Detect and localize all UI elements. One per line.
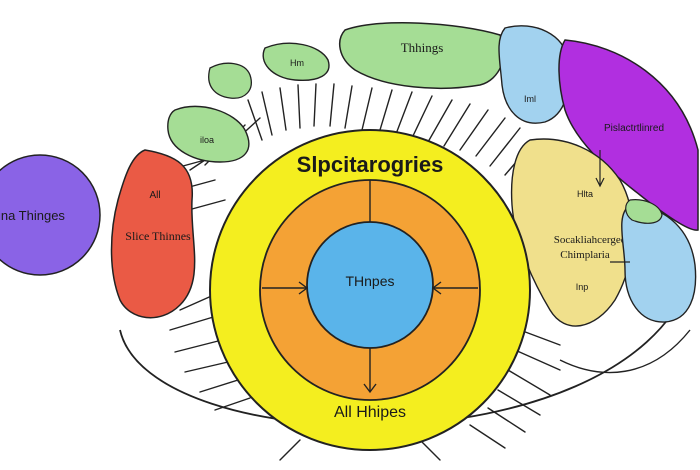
green-blob-small	[208, 62, 252, 99]
inner-label: THnpes	[345, 273, 394, 289]
lightblue-blob-label: Iml	[524, 94, 536, 104]
red-blob-label: Slice Thinnes	[125, 229, 191, 243]
green-blob-things	[338, 22, 505, 89]
red-blob-top-label: All	[149, 190, 160, 201]
green-blob-left	[167, 105, 250, 163]
green-blob-hm	[262, 42, 330, 82]
green-blob-hm-label: Hm	[290, 58, 304, 68]
magenta-blob-label: Pislactrtlinred	[604, 123, 664, 134]
green-blob-left-label: iloa	[200, 135, 214, 145]
cross-arrows	[262, 180, 478, 394]
paleyellow-small-label-2: Inp	[576, 282, 589, 292]
paleyellow-label-1: Socakliahcerged	[554, 234, 627, 246]
outer-arc-2	[559, 329, 691, 374]
paleyellow-label-2: Chimplaria	[560, 249, 610, 261]
red-blob	[110, 149, 196, 319]
lightblue-blob	[498, 25, 570, 124]
left-circle-label: iina Thinges	[0, 208, 65, 223]
green-blob-right	[625, 199, 663, 224]
paleyellow-small-label: Hlta	[577, 189, 593, 199]
lightblue-blob-right	[621, 204, 697, 323]
green-blob-things-label: Thhings	[401, 40, 444, 55]
connector-lines	[595, 150, 630, 263]
left-circle	[0, 154, 101, 276]
center-bottom-label: All Hhipes	[334, 404, 406, 421]
paleyellow-blob	[510, 138, 634, 327]
center-title: Slpcitarogries	[297, 152, 444, 177]
